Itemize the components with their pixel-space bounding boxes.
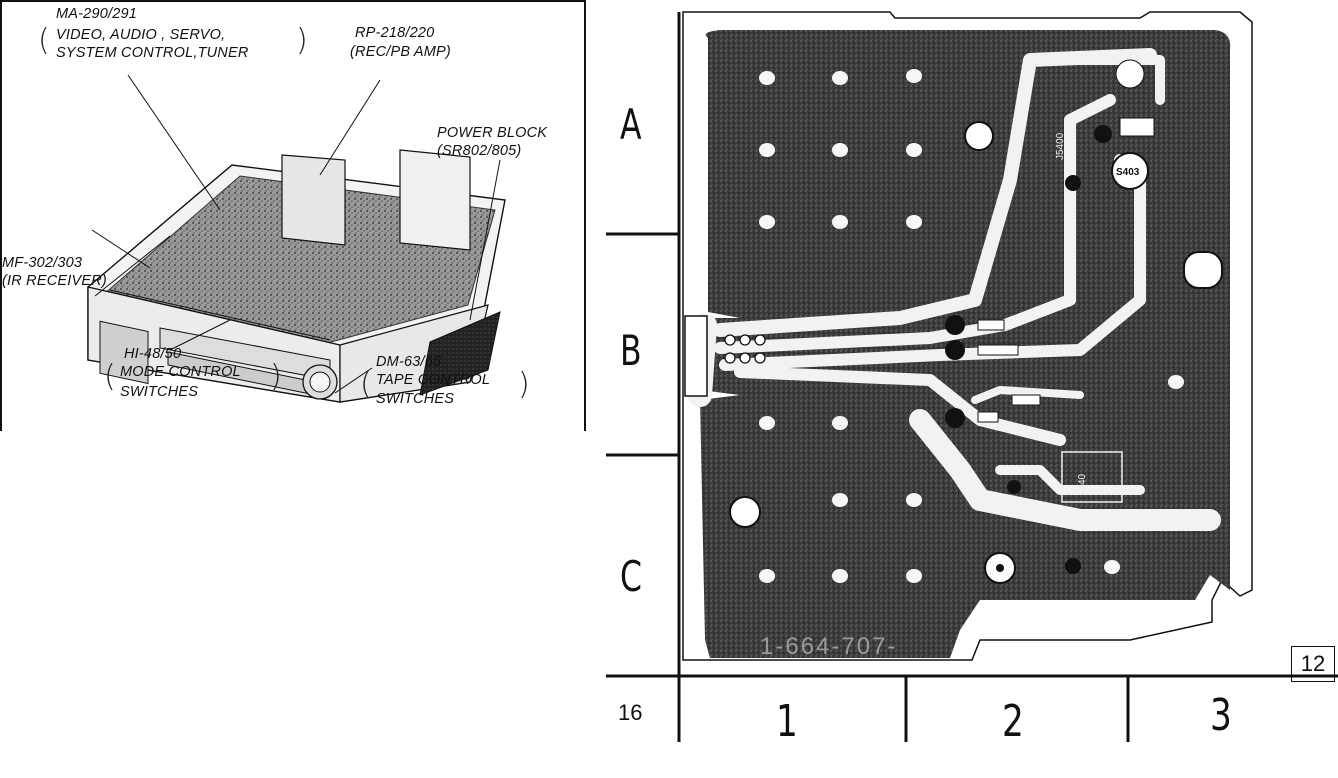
- ref-ic40: IC40: [1077, 473, 1088, 495]
- mf-board-code: MF-302/303: [2, 255, 83, 271]
- column-label-2: 2: [1002, 696, 1024, 747]
- ma-board-desc-1: VIDEO, AUDIO , SERVO,: [56, 27, 226, 43]
- dm-board-code: DM-63/65: [376, 354, 442, 370]
- board-part-number: 1-664-707-: [760, 633, 897, 660]
- row-label-a: A: [620, 100, 642, 149]
- left-paren: (: [104, 359, 116, 394]
- grid-frame: [606, 12, 1338, 742]
- ma-board-code: MA-290/291: [56, 6, 137, 22]
- column-label-3: 3: [1210, 690, 1232, 741]
- right-paren: ): [518, 367, 530, 402]
- power-block-code: POWER BLOCK: [437, 125, 548, 141]
- board-location-inset: MA-290/291 ( VIDEO, AUDIO , SERVO, SYSTE…: [0, 0, 586, 431]
- corner-page-number: 16: [618, 700, 643, 725]
- board-connector: [684, 315, 708, 397]
- row-label-c: C: [620, 552, 642, 601]
- mf-board-desc: (IR RECEIVER): [2, 273, 107, 289]
- hi-board-desc-1: MODE CONTROL: [120, 364, 241, 380]
- power-block-desc: (SR802/805): [437, 143, 522, 159]
- vcr-illustration: [87, 74, 506, 403]
- side-page-number: 12: [1291, 646, 1335, 682]
- right-paren: ): [270, 359, 282, 394]
- dm-board-desc-1: TAPE CONTROL: [376, 372, 491, 388]
- rp-board-code: RP-218/220: [355, 25, 435, 41]
- left-paren: (: [360, 367, 372, 402]
- left-paren: (: [38, 23, 50, 58]
- pcb-pads: [759, 69, 1184, 583]
- pcb-components: [945, 59, 1155, 574]
- ref-s403: S403: [1116, 167, 1140, 178]
- mounting-holes: [729, 121, 1223, 584]
- column-label-1: 1: [776, 696, 798, 747]
- board-outline: [682, 11, 1253, 661]
- ma-board-desc-2: SYSTEM CONTROL,TUNER: [56, 45, 249, 61]
- row-label-b: B: [620, 326, 642, 375]
- dm-board-desc-2: SWITCHES: [376, 391, 455, 407]
- hi-board-code: HI-48/50: [124, 346, 182, 362]
- right-paren: ): [296, 23, 308, 58]
- hi-board-desc-2: SWITCHES: [120, 384, 199, 400]
- rp-board-desc: (REC/PB AMP): [350, 44, 451, 60]
- ref-j5400: J5400: [1055, 132, 1066, 160]
